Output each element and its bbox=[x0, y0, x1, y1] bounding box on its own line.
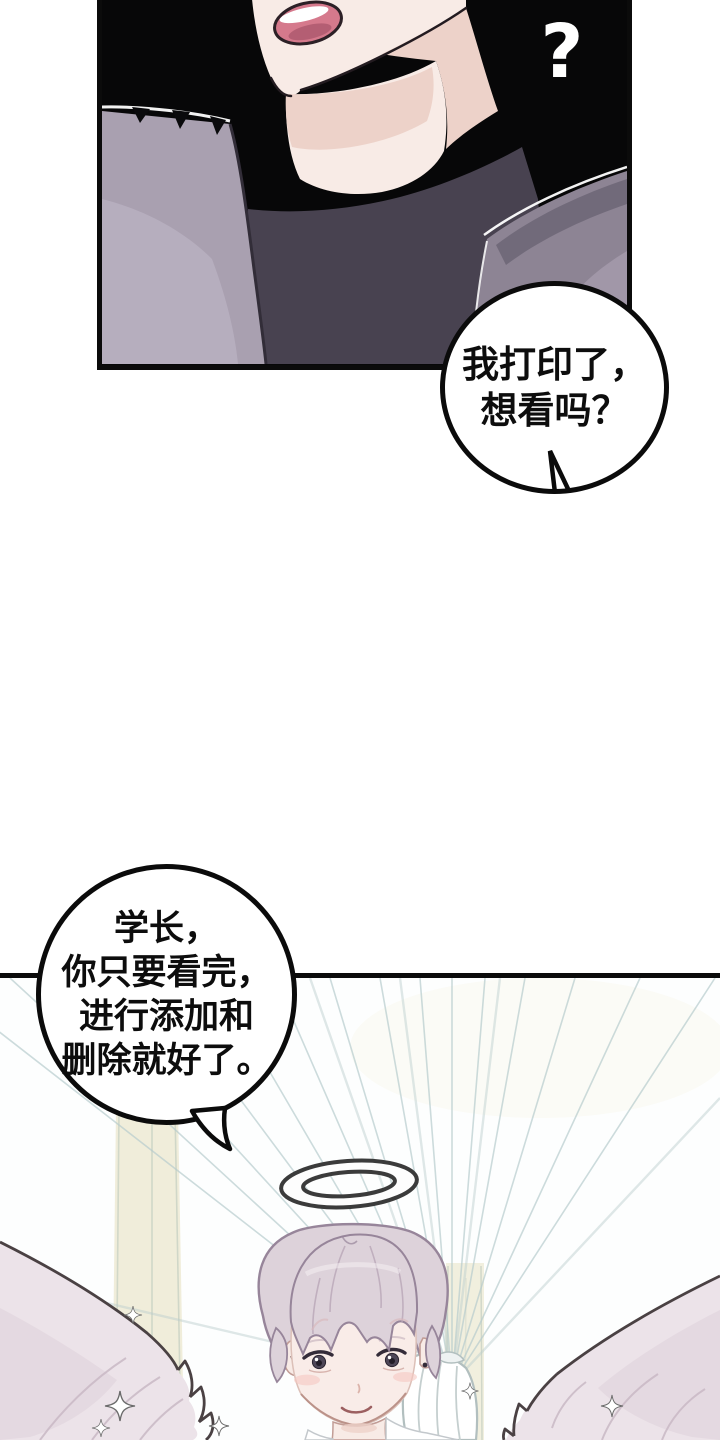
earring-right bbox=[422, 1362, 428, 1368]
angel-neck bbox=[331, 1416, 388, 1440]
angel-side-locks bbox=[269, 1324, 442, 1384]
angel-nose bbox=[357, 1383, 361, 1394]
wing-left-icon bbox=[0, 1240, 215, 1440]
bubble-1-line-1: 我打印了， bbox=[462, 343, 647, 385]
angel-mouth bbox=[340, 1405, 373, 1414]
speech-bubble-1-tail bbox=[547, 450, 572, 494]
man-turtleneck bbox=[232, 147, 552, 364]
question-mark: ? bbox=[541, 9, 584, 95]
wing-right-icon bbox=[501, 1274, 720, 1440]
hair-wisps bbox=[132, 107, 226, 135]
angel-blush bbox=[294, 1372, 417, 1386]
sparkle-icon bbox=[123, 1305, 143, 1325]
sparkle-icon bbox=[600, 1394, 624, 1418]
man-face-lines bbox=[269, 6, 468, 98]
speech-bubble-2-tail bbox=[189, 1105, 233, 1152]
speech-bubble-2: 学长， 你只要看完， 进行添加和 删除就好了。 bbox=[36, 864, 297, 1125]
warm-wash bbox=[350, 978, 720, 1118]
bubble-2-line-4: 删除就好了。 bbox=[61, 1040, 272, 1080]
panel-top: ? bbox=[97, 0, 632, 370]
bubble-2-line-2: 你只要看完， bbox=[61, 952, 272, 992]
panel-top-art: ? bbox=[102, 0, 627, 365]
sparkle-icon bbox=[91, 1418, 111, 1438]
bubble-2-line-3: 进行添加和 bbox=[78, 996, 254, 1036]
man-mouth bbox=[273, 0, 343, 46]
sparkles bbox=[91, 1305, 624, 1438]
man-neck bbox=[285, 61, 447, 195]
man-jacket-left bbox=[102, 105, 268, 365]
angel-bangs bbox=[289, 1233, 419, 1357]
sparkle-icon bbox=[461, 1382, 479, 1400]
bubble-1-line-2: 想看吗？ bbox=[480, 389, 629, 431]
bubble-2-line-1: 学长， bbox=[113, 908, 219, 948]
angel-character bbox=[257, 1222, 459, 1440]
angel-collar bbox=[304, 1416, 459, 1440]
sparkle-icon bbox=[208, 1415, 230, 1437]
sparkle-icon bbox=[104, 1390, 136, 1422]
angel-eyes bbox=[302, 1347, 407, 1373]
halo-icon bbox=[279, 1158, 419, 1210]
